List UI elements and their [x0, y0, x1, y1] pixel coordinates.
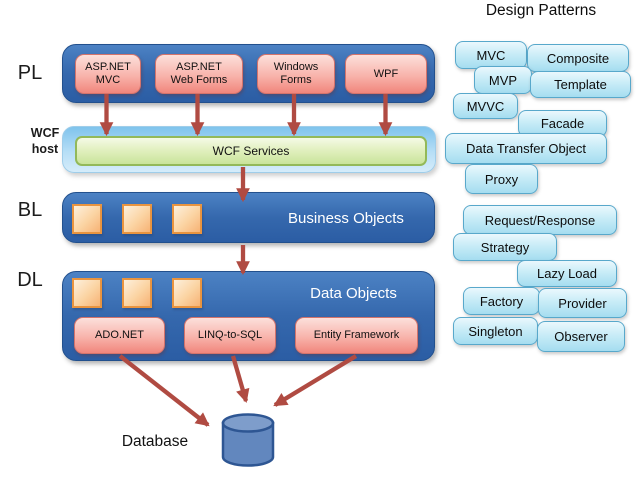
layer-label-wcf-host: WCF host: [30, 126, 60, 156]
data-object-square: [172, 278, 202, 308]
pattern-singleton: Singleton: [453, 317, 538, 345]
component-entity-framework: Entity Framework: [295, 317, 418, 354]
database-cylinder: [221, 413, 275, 467]
wcf-services-label: WCF Services: [212, 144, 290, 158]
pl-layer-box: ASP.NET MVC ASP.NET Web Forms Windows Fo…: [62, 44, 435, 103]
data-object-square: [72, 278, 102, 308]
pattern-proxy: Proxy: [465, 164, 538, 194]
business-object-square: [122, 204, 152, 234]
arrow-adonet-to-database: [118, 354, 210, 427]
pattern-request-response: Request/Response: [463, 205, 617, 235]
component-adonet: ADO.NET: [74, 317, 165, 354]
component-windows-forms: Windows Forms: [257, 54, 335, 94]
component-linq-to-sql: LINQ-to-SQL: [184, 317, 276, 354]
arrow-entity-framework-to-database: [273, 354, 358, 407]
layer-label-dl: DL: [17, 269, 43, 291]
arrow-linq-to-database: [230, 355, 250, 403]
dl-layer-box: Data Objects ADO.NET LINQ-to-SQL Entity …: [62, 271, 435, 361]
pattern-data-transfer-object: Data Transfer Object: [445, 133, 607, 164]
data-object-square: [122, 278, 152, 308]
database-label: Database: [121, 433, 189, 450]
pattern-strategy: Strategy: [453, 233, 557, 261]
pattern-lazy-load: Lazy Load: [517, 260, 617, 287]
pattern-facade: Facade: [518, 110, 607, 137]
component-aspnet-mvc: ASP.NET MVC: [75, 54, 141, 94]
wcf-host-container: WCF Services: [62, 126, 436, 173]
pattern-mvp: MVP: [474, 66, 532, 94]
dl-box-title: Data Objects: [310, 285, 397, 302]
component-aspnet-webforms: ASP.NET Web Forms: [155, 54, 243, 94]
bl-layer-box: Business Objects: [62, 192, 435, 243]
wcf-services-bar: WCF Services: [75, 136, 427, 166]
design-patterns-title: Design Patterns: [485, 2, 597, 19]
business-object-square: [72, 204, 102, 234]
pattern-template: Template: [530, 71, 631, 98]
business-object-square: [172, 204, 202, 234]
bl-box-title: Business Objects: [288, 210, 404, 227]
pattern-composite: Composite: [527, 44, 629, 72]
pattern-observer: Observer: [537, 321, 625, 352]
layer-label-pl: PL: [17, 62, 43, 84]
component-wpf: WPF: [345, 54, 427, 94]
pattern-provider: Provider: [538, 288, 627, 318]
pattern-mvc: MVC: [455, 41, 527, 69]
pattern-factory: Factory: [463, 287, 540, 315]
layer-label-bl: BL: [17, 199, 43, 221]
pattern-mvvc: MVVC: [453, 93, 518, 119]
